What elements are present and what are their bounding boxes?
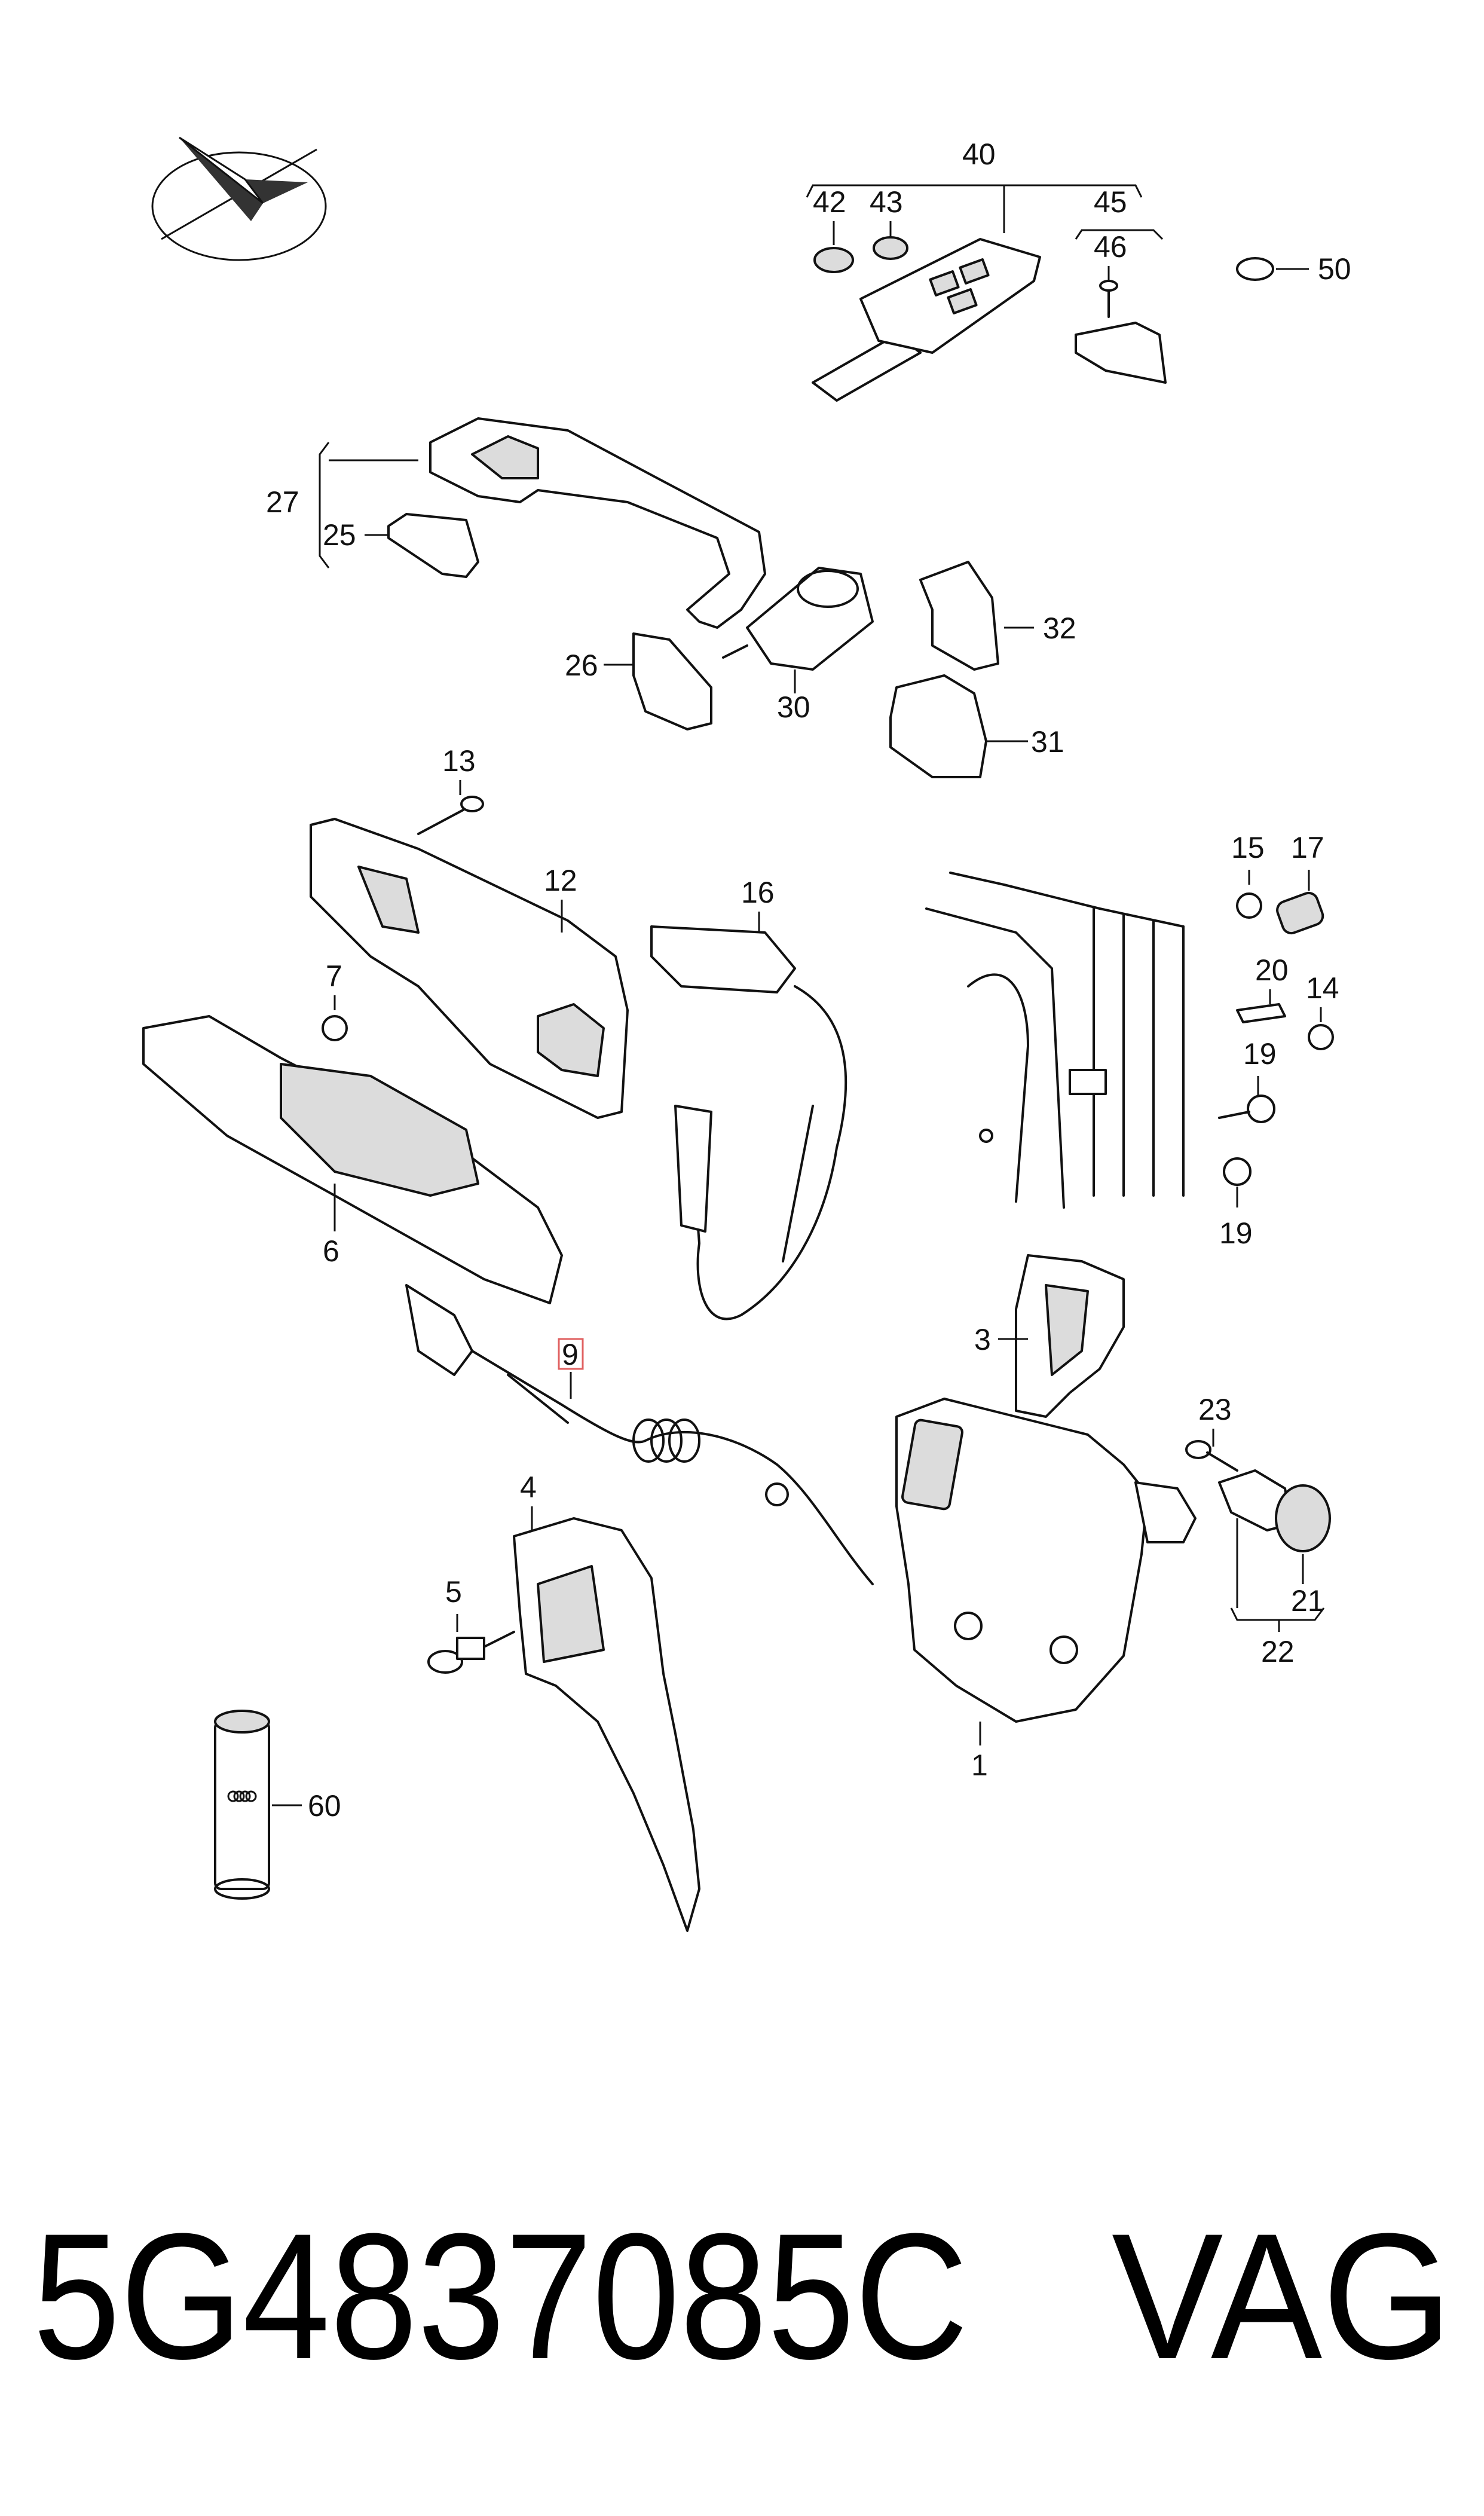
callout-20: 20 bbox=[1255, 953, 1289, 987]
callout-42: 42 bbox=[813, 185, 846, 219]
frame-fastener-group: 15 17 20 14 19 19 bbox=[1218, 831, 1339, 1250]
trim-6: 7 6 bbox=[142, 959, 563, 1304]
cable-bellows-icon bbox=[632, 1419, 700, 1463]
callout-21: 21 bbox=[1291, 1584, 1324, 1618]
cap-31 bbox=[889, 674, 987, 778]
part-number: 5G4837085C bbox=[33, 2196, 968, 2396]
callout-16: 16 bbox=[741, 876, 775, 909]
callout-6: 6 bbox=[323, 1234, 339, 1268]
callout-60: 60 bbox=[308, 1789, 341, 1823]
screw-46-icon bbox=[1099, 280, 1118, 318]
callout-23: 23 bbox=[1198, 1393, 1232, 1426]
callout-15: 15 bbox=[1231, 831, 1265, 864]
bowden-cable-16: 16 bbox=[650, 876, 847, 1320]
lock-cylinder bbox=[722, 567, 874, 671]
bolt-20-icon bbox=[1236, 1003, 1286, 1023]
callout-46: 46 bbox=[1094, 230, 1127, 264]
striker-group: 23 21 22 bbox=[1185, 1393, 1331, 1668]
direction-compass-icon bbox=[151, 136, 327, 261]
lubricant-can-60: 60 bbox=[214, 1710, 341, 1900]
door-lock-1: 1 bbox=[895, 1398, 1197, 1782]
outer-door-handle bbox=[429, 417, 766, 629]
callout-17: 17 bbox=[1291, 831, 1324, 864]
callout-22: 22 bbox=[1261, 1635, 1295, 1668]
bolt-19b-icon bbox=[1223, 1157, 1252, 1186]
callout-45: 45 bbox=[1094, 185, 1127, 219]
cover-4: 4 5 bbox=[427, 1471, 700, 1932]
bolt-19-icon bbox=[1247, 1095, 1275, 1123]
screw-13-icon bbox=[417, 796, 484, 835]
gasket-25 bbox=[387, 513, 479, 578]
callout-14: 14 bbox=[1306, 971, 1339, 1005]
bolt-23-icon bbox=[1185, 1440, 1238, 1472]
handle-carrier-group: 13 12 bbox=[310, 744, 629, 1119]
outer-handle-group: 27 25 30 26 32 31 bbox=[266, 417, 1076, 778]
gasket-26 bbox=[632, 632, 712, 730]
clip-5-icon bbox=[427, 1631, 515, 1674]
callout-50: 50 bbox=[1318, 252, 1351, 286]
callout-26: 26 bbox=[565, 649, 598, 682]
audi-rings-icon bbox=[227, 1790, 257, 1802]
callout-1: 1 bbox=[971, 1748, 988, 1782]
remote-key bbox=[812, 238, 1041, 402]
callout-7: 7 bbox=[326, 959, 342, 993]
bracket-3: 3 bbox=[974, 1254, 1125, 1418]
callout-40: 40 bbox=[962, 137, 996, 171]
callout-31: 31 bbox=[1031, 725, 1064, 759]
callout-3: 3 bbox=[974, 1323, 991, 1356]
callout-4: 4 bbox=[520, 1471, 537, 1504]
callout-9-highlight bbox=[558, 1338, 584, 1370]
remote-key-group: 40 42 43 45 46 50 bbox=[806, 137, 1351, 402]
callout-5: 5 bbox=[445, 1575, 462, 1609]
callout-19b: 19 bbox=[1219, 1216, 1253, 1250]
callout-32: 32 bbox=[1043, 612, 1076, 645]
callout-13: 13 bbox=[442, 744, 476, 778]
bowden-cable-9: 9 bbox=[405, 1284, 874, 1585]
callout-27: 27 bbox=[266, 485, 299, 519]
callout-19a: 19 bbox=[1243, 1037, 1277, 1071]
callout-25: 25 bbox=[323, 518, 356, 552]
striker-cover bbox=[1275, 1484, 1331, 1552]
door-frame-section bbox=[925, 872, 1185, 1209]
callout-9: 9 bbox=[562, 1338, 579, 1371]
cap-32 bbox=[919, 561, 999, 671]
brand-label: VAG bbox=[1112, 2196, 1452, 2396]
key-insert bbox=[1075, 322, 1167, 384]
callout-43: 43 bbox=[870, 185, 903, 219]
callout-12: 12 bbox=[544, 864, 577, 897]
callout-30: 30 bbox=[777, 690, 810, 724]
